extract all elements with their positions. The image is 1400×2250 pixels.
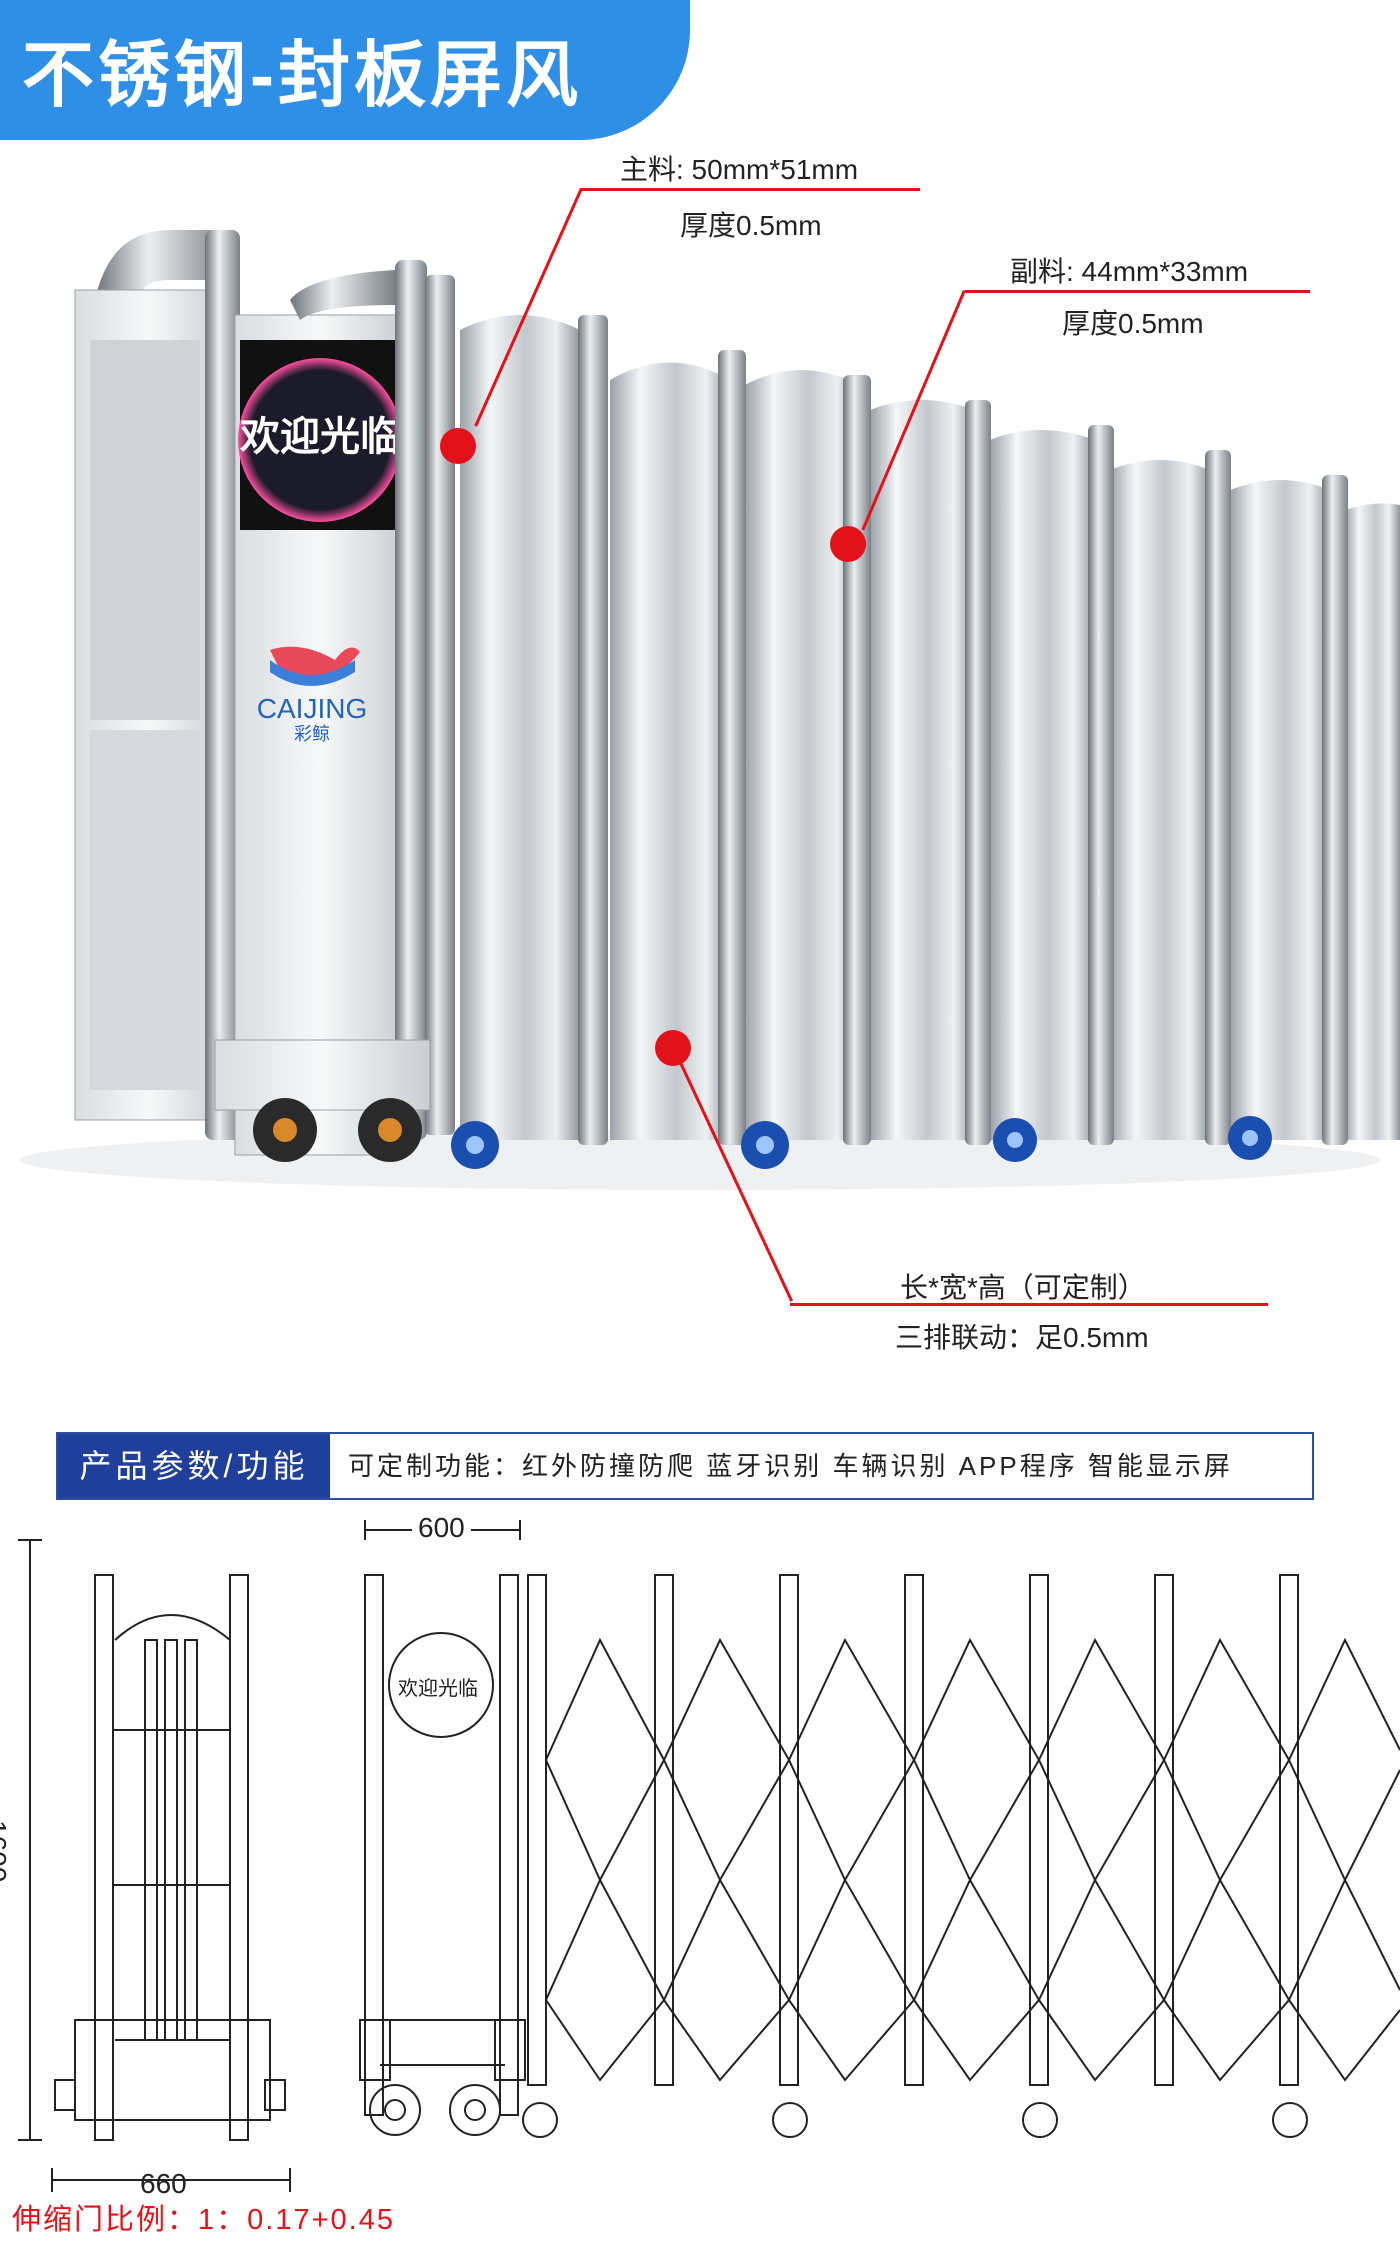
main-material-thickness: 厚度0.5mm <box>680 210 822 241</box>
callout-line-sub <box>965 290 1310 293</box>
page-title: 不锈钢-封板屏风 <box>22 36 582 116</box>
linkage-spec: 三排联动：足0.5mm <box>895 1322 1149 1353</box>
side-width-dimension: 660 <box>140 2168 187 2199</box>
size-spec: 长*宽*高（可定制） <box>900 1272 1146 1303</box>
logo-subtext: 彩鲸 <box>294 724 330 744</box>
front-view <box>359 1520 558 2138</box>
drawing-panel-text: 欢迎光临 <box>398 1678 478 1700</box>
lattice <box>545 1574 1400 2138</box>
callout-dot-size <box>655 1030 691 1066</box>
gate-photo: 欢迎光临 CAIJING 彩鲸 <box>20 230 1400 1190</box>
callout-line-main <box>580 188 920 191</box>
params-features: 可定制功能：红外防撞防爬 蓝牙识别 车辆识别 APP程序 智能显示屏 <box>348 1451 1233 1481</box>
main-material-spec: 主料: 50mm*51mm <box>620 154 859 185</box>
gate-wheels <box>253 1098 1272 1169</box>
header-banner <box>0 0 690 140</box>
height-dimension: 1600 <box>0 1820 12 1883</box>
side-view <box>54 1574 286 2141</box>
technical-drawing <box>18 1520 1400 2192</box>
sub-material-thickness: 厚度0.5mm <box>1062 308 1204 339</box>
gate-cabinet: 欢迎光临 CAIJING 彩鲸 <box>74 230 455 1156</box>
callout-line-size <box>790 1303 1268 1306</box>
params-label: 产品参数/功能 <box>58 1434 330 1498</box>
callout-dot-main <box>440 428 476 464</box>
gate-posts <box>578 315 1348 1145</box>
display-text: 欢迎光临 <box>239 415 400 459</box>
front-width-dimension: 600 <box>412 1512 471 1544</box>
params-bar: 产品参数/功能 可定制功能：红外防撞防爬 蓝牙识别 车辆识别 APP程序 智能显… <box>56 1432 1314 1500</box>
callout-dot-sub <box>830 526 866 562</box>
gate-panels <box>460 315 1400 1140</box>
logo-text: CAIJING <box>257 693 367 724</box>
sub-material-spec: 副料: 44mm*33mm <box>1010 256 1249 287</box>
scale-note: 伸缩门比例：1：0.17+0.45 <box>12 2204 395 2236</box>
